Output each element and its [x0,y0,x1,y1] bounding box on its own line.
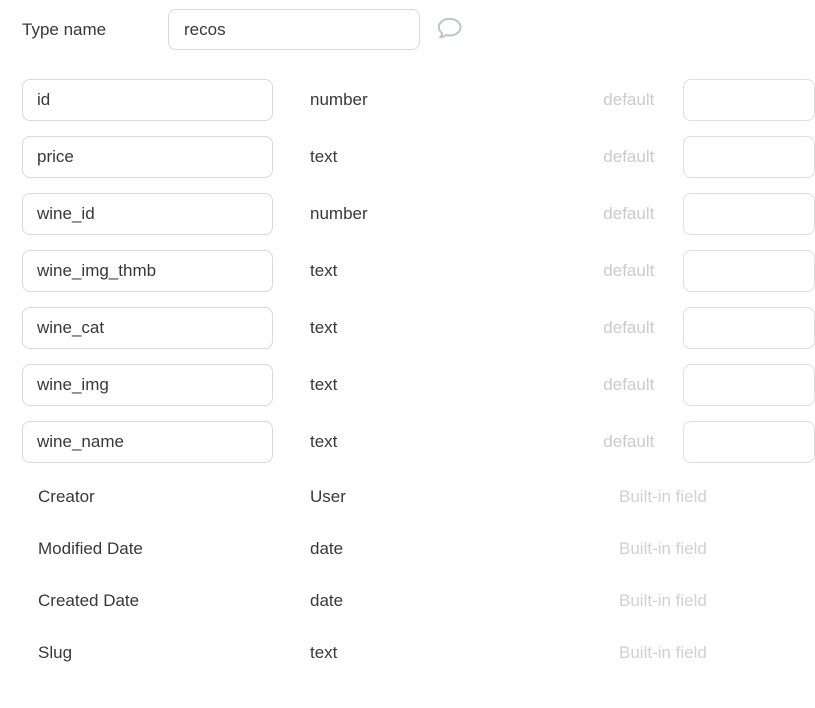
type-name-input[interactable] [168,9,420,50]
data-type-editor: { "header": { "type_name_label": "Type n… [0,9,815,708]
builtin-field-row: Created Date date Built-in field [38,575,815,627]
default-value-input[interactable] [683,364,815,406]
comment-bubble-icon[interactable] [435,16,464,44]
type-name-row: Type name [22,9,815,50]
default-label: default [603,204,655,223]
default-value-input[interactable] [683,421,815,463]
default-value-input[interactable] [683,307,815,349]
field-name-input[interactable] [22,421,273,463]
builtin-field-type: date [310,591,344,610]
field-name-input[interactable] [22,364,273,406]
field-row: text default [22,364,815,406]
default-label: default [603,432,655,451]
default-label: default [603,90,655,109]
default-label: default [603,261,655,280]
builtin-field-row: Modified Date date Built-in field [38,523,815,575]
builtin-field-type: text [310,643,338,662]
builtin-field-name: Creator [38,487,95,506]
builtin-field-name: Slug [38,643,73,662]
default-label: default [603,318,655,337]
builtin-field-name: Created Date [38,591,140,610]
field-name-input[interactable] [22,136,273,178]
builtin-field-name: Modified Date [38,539,143,558]
field-row: text default [22,136,815,178]
field-row: number default [22,79,815,121]
field-type-label: text [310,375,338,394]
builtin-field-row: Creator User Built-in field [38,471,815,523]
default-value-input[interactable] [683,136,815,178]
field-type-label: number [310,90,368,109]
builtin-field-note: Built-in field [619,591,707,610]
default-label: default [603,375,655,394]
fields-list: number default text default number defau… [0,79,815,463]
field-type-label: text [310,318,338,337]
field-name-input[interactable] [22,250,273,292]
field-type-label: text [310,261,338,280]
field-row: text default [22,307,815,349]
default-value-input[interactable] [683,250,815,292]
type-name-label: Type name [22,19,107,39]
builtin-field-note: Built-in field [619,539,707,558]
field-name-input[interactable] [22,307,273,349]
builtin-field-row: Slug text Built-in field [38,627,815,679]
field-type-label: text [310,432,338,451]
field-type-label: text [310,147,338,166]
default-value-input[interactable] [683,79,815,121]
field-row: number default [22,193,815,235]
builtin-field-note: Built-in field [619,643,707,662]
field-name-input[interactable] [22,193,273,235]
builtin-field-type: date [310,539,344,558]
field-row: text default [22,250,815,292]
default-label: default [603,147,655,166]
builtin-field-note: Built-in field [619,487,707,506]
builtin-list: Creator User Built-in field Modified Dat… [0,471,815,679]
default-value-input[interactable] [683,193,815,235]
field-row: text default [22,421,815,463]
builtin-field-type: User [310,487,346,506]
field-name-input[interactable] [22,79,273,121]
field-type-label: number [310,204,368,223]
